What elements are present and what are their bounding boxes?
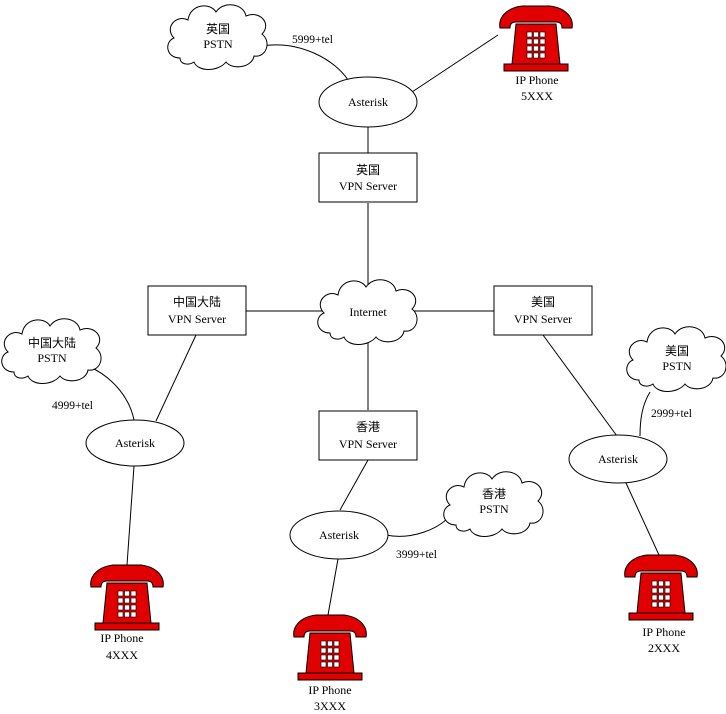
pstn-us-region: 美国	[665, 344, 689, 358]
telephone-icon	[499, 5, 573, 72]
telephone-icon	[90, 564, 164, 631]
vpn-server-hk-region: 香港	[356, 420, 380, 434]
edge-uk-asterisk-phone	[411, 34, 499, 93]
ip-phone-cn-label: IP Phone	[100, 631, 143, 645]
telephone-icon	[293, 614, 367, 681]
pstn-uk-region: 英国	[206, 22, 230, 36]
vpn-server-us: 美国 VPN Server	[493, 285, 593, 336]
vpn-server-us-region: 美国	[531, 295, 555, 309]
pstn-hk-label: PSTN	[479, 502, 509, 516]
ip-phone-cn: IP Phone 4XXX	[90, 564, 164, 662]
vpn-server-us-label: VPN Server	[514, 312, 572, 326]
pstn-uk-label: PSTN	[203, 37, 233, 51]
vpn-server-cn-label: VPN Server	[168, 312, 226, 326]
vpn-server-cn-region: 中国大陆	[173, 294, 221, 309]
telephone-icon	[624, 554, 698, 621]
pstn-us-label: PSTN	[662, 359, 692, 373]
asterisk-us: Asterisk	[568, 434, 668, 484]
asterisk-us-label: Asterisk	[598, 452, 638, 466]
pstn-cloud-cn: 中国大陆 PSTN	[1, 318, 102, 384]
asterisk-hk-label: Asterisk	[319, 528, 359, 542]
asterisk-cn: Asterisk	[85, 419, 185, 467]
pstn-cloud-uk: 英国 PSTN	[167, 4, 268, 70]
edge-us-asterisk-pstn	[639, 391, 651, 437]
ip-phone-hk-label: IP Phone	[308, 683, 351, 697]
internet-label: Internet	[349, 305, 387, 319]
ip-phone-uk-ext: 5XXX	[521, 89, 553, 103]
ip-phone-uk: IP Phone 5XXX	[499, 5, 573, 103]
pstn-cn-prefix: 4999+tel	[52, 400, 93, 412]
edge-hk-asterisk-phone	[327, 558, 339, 616]
edge-cn-asterisk-pstn	[87, 365, 135, 421]
ip-phone-us-ext: 2XXX	[648, 641, 680, 655]
pstn-cn-region: 中国大陆	[28, 335, 76, 350]
asterisk-cn-label: Asterisk	[115, 436, 155, 450]
pstn-cn-label: PSTN	[37, 351, 67, 365]
edge-us-vpn-asterisk	[542, 334, 618, 437]
asterisk-uk: Asterisk	[318, 76, 418, 128]
edge-cn-asterisk-phone	[126, 465, 135, 566]
pstn-uk-prefix: 5999+tel	[292, 34, 333, 46]
pstn-cloud-us: 美国 PSTN	[626, 326, 726, 392]
internet-cloud: Internet	[317, 279, 418, 345]
pstn-hk-region: 香港	[482, 487, 506, 501]
ip-phone-hk: IP Phone 3XXX	[293, 614, 367, 713]
edge-hk-asterisk-pstn	[385, 512, 453, 537]
edge-uk-asterisk-pstn	[261, 44, 349, 81]
asterisk-hk: Asterisk	[289, 510, 389, 560]
ip-phone-us-label: IP Phone	[642, 625, 685, 639]
connections	[87, 34, 660, 616]
vpn-server-uk: 英国 VPN Server	[318, 152, 418, 203]
vpn-server-hk-label: VPN Server	[339, 437, 397, 451]
ip-phone-cn-ext: 4XXX	[106, 648, 138, 662]
edge-us-asterisk-phone	[625, 482, 660, 556]
vpn-server-cn: 中国大陆 VPN Server	[147, 285, 247, 336]
ip-phone-hk-ext: 3XXX	[314, 699, 346, 713]
vpn-server-uk-region: 英国	[356, 163, 380, 177]
ip-phone-uk-label: IP Phone	[515, 73, 558, 87]
vpn-server-uk-label: VPN Server	[339, 179, 397, 193]
vpn-server-hk: 香港 VPN Server	[318, 410, 418, 461]
edge-cn-vpn-asterisk	[155, 334, 197, 422]
pstn-hk-prefix: 3999+tel	[396, 549, 437, 561]
pstn-cloud-hk: 香港 PSTN	[443, 471, 544, 537]
edge-hk-vpn-asterisk	[339, 459, 369, 511]
ip-phone-us: IP Phone 2XXX	[624, 554, 698, 655]
pstn-us-prefix: 2999+tel	[651, 408, 692, 420]
asterisk-uk-label: Asterisk	[348, 95, 388, 109]
